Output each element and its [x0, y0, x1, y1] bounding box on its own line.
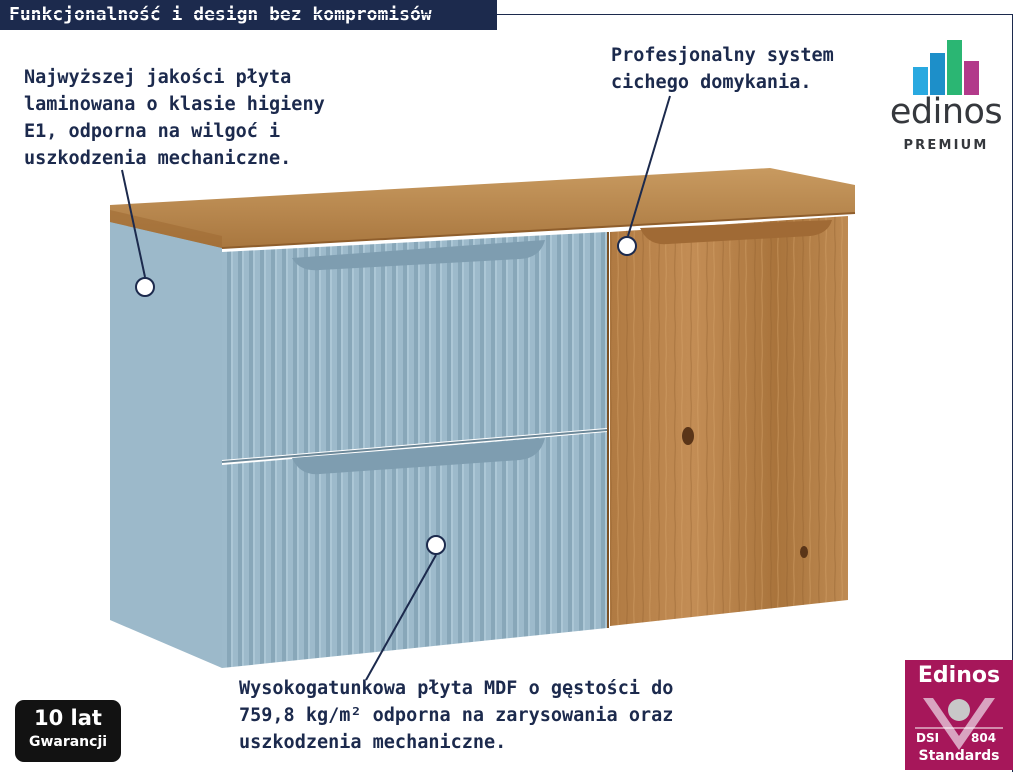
logo-bar [913, 67, 928, 95]
brand-logo: edinos PREMIUM [880, 30, 1010, 158]
certificate-standards: Standards [918, 748, 1000, 764]
drawer-top [222, 232, 607, 460]
countertop [110, 168, 855, 248]
warranty-badge: 10 lat Gwarancji [15, 700, 121, 762]
logo-bar [964, 61, 979, 95]
leader-line-top-left [121, 169, 146, 278]
drawer-top-handle [292, 240, 545, 271]
certificate-badge: Edinos DSI 804 Standards [905, 660, 1013, 770]
hotspot-side-panel[interactable] [135, 277, 155, 297]
callout-mdf: Wysokogatunkowa płyta MDF o gęstości do … [239, 678, 674, 753]
logo-tagline: PREMIUM [903, 138, 989, 153]
drawer-bottom [222, 432, 607, 668]
leader-line-bottom [365, 554, 437, 681]
warranty-years: 10 lat [34, 706, 102, 730]
logo-bar [930, 53, 945, 95]
certificate-code: 804 [971, 731, 997, 745]
cabinet-side-panel [110, 220, 222, 668]
certificate-emblem-icon [915, 698, 1003, 750]
logo-bars-icon [913, 30, 979, 95]
callout-soft-close: Profesjonalny system cichego domykania. [611, 45, 834, 93]
hotspot-soft-close[interactable] [617, 236, 637, 256]
drawer-bottom-handle [292, 438, 545, 475]
callout-laminate: Najwyższej jakości płyta laminowana o kl… [24, 67, 325, 169]
warranty-label: Gwarancji [28, 734, 108, 750]
certificate-name: Edinos [917, 663, 1001, 688]
leader-line-top-right [627, 95, 671, 237]
hotspot-mdf-front[interactable] [426, 535, 446, 555]
logo-wordmark: edinos [889, 92, 1003, 132]
certificate-dsi: DSI [916, 731, 940, 745]
logo-bar [947, 40, 962, 95]
